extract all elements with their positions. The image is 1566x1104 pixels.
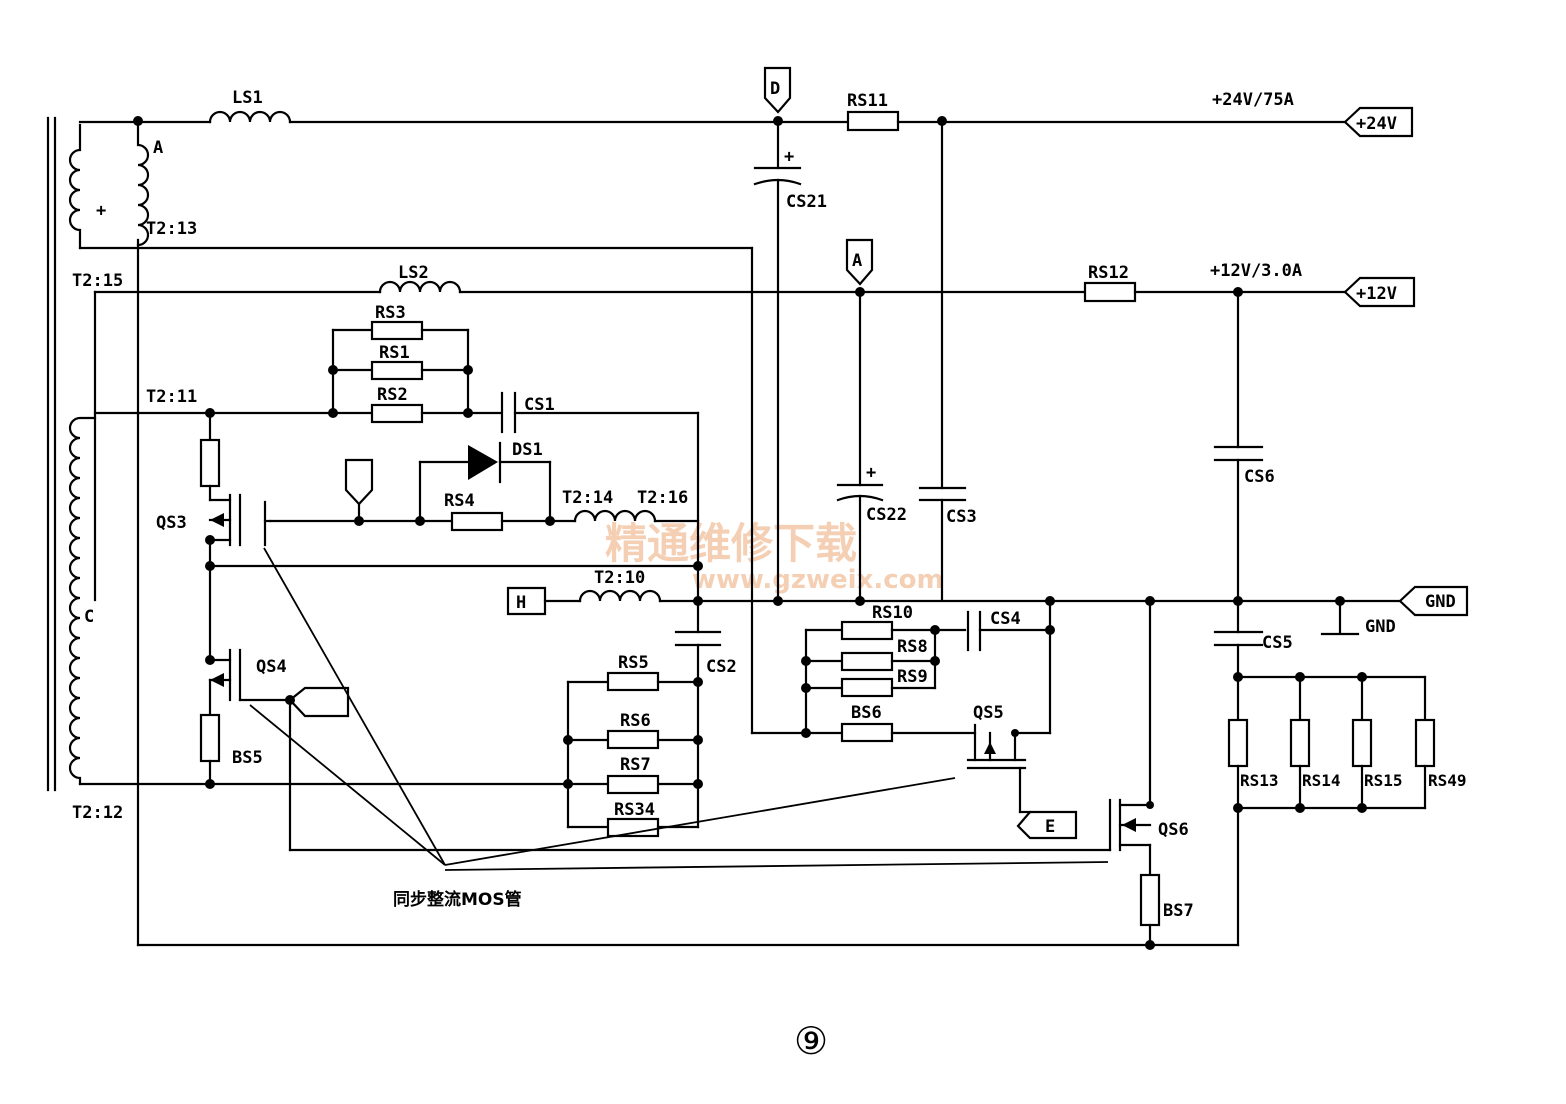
svg-text:E: E xyxy=(1045,817,1055,837)
RS11-body xyxy=(846,110,900,132)
svg-text:LS1: LS1 xyxy=(232,88,263,108)
mosfet-qs6 xyxy=(1108,599,1161,950)
svg-text:CS22: CS22 xyxy=(866,505,907,525)
svg-text:A: A xyxy=(153,138,163,158)
svg-text:A: A xyxy=(852,251,862,271)
resistor-network-rs8-rs10 xyxy=(801,620,977,743)
terminal-blank-mid xyxy=(288,686,350,718)
svg-text:RS11: RS11 xyxy=(847,91,888,111)
svg-text:DS1: DS1 xyxy=(512,440,543,460)
svg-text:+24V/75A: +24V/75A xyxy=(1212,90,1294,110)
svg-text:CS6: CS6 xyxy=(1244,467,1275,487)
capacitor-cs3 xyxy=(918,120,967,602)
svg-text:BS5: BS5 xyxy=(232,748,263,768)
svg-text:RS8: RS8 xyxy=(897,637,928,657)
terminal-h: H xyxy=(516,593,526,613)
svg-text:QS3: QS3 xyxy=(156,513,187,533)
svg-text:CS1: CS1 xyxy=(524,395,555,415)
svg-text:RS4: RS4 xyxy=(444,491,475,511)
svg-text:RS15: RS15 xyxy=(1364,771,1403,790)
rs4-row xyxy=(268,509,700,532)
resistor-ladder-rs5-rs34 xyxy=(563,671,703,838)
svg-text:RS49: RS49 xyxy=(1428,771,1467,790)
svg-text:RS13: RS13 xyxy=(1240,771,1279,790)
svg-text:RS2: RS2 xyxy=(377,385,408,405)
capacitor-cs21: + xyxy=(753,120,802,602)
annotation-pointers xyxy=(249,547,1109,871)
svg-text:+24V: +24V xyxy=(1356,114,1397,134)
svg-text:+: + xyxy=(784,147,794,167)
svg-text:RS10: RS10 xyxy=(872,603,913,623)
capacitor-cs2 xyxy=(674,599,722,829)
svg-text:CS4: CS4 xyxy=(990,609,1021,629)
watermark: 精通维修下载 www.gzweix.com xyxy=(605,519,944,595)
rail-24v xyxy=(78,110,1347,132)
svg-text:T2:14: T2:14 xyxy=(562,488,613,508)
transformer-t2: + xyxy=(46,116,150,792)
capacitor-cs1 xyxy=(500,391,700,522)
svg-text:QS6: QS6 xyxy=(1158,820,1189,840)
svg-text:+12V: +12V xyxy=(1356,284,1397,304)
svg-text:RS14: RS14 xyxy=(1302,771,1341,790)
mosfet-qs5 xyxy=(966,723,1052,814)
port-12v: +12V +12V/3.0A xyxy=(1210,261,1416,308)
load-resistors xyxy=(1227,672,1436,947)
rail-12v xyxy=(93,280,1347,602)
svg-text:T2:15: T2:15 xyxy=(72,271,123,291)
svg-text:CS5: CS5 xyxy=(1262,633,1293,653)
svg-text:D: D xyxy=(770,79,780,99)
sync-rectifier-annotation: 同步整流MOS管 xyxy=(393,889,522,910)
svg-text:CS2: CS2 xyxy=(706,657,737,677)
svg-text:T2:11: T2:11 xyxy=(146,387,197,407)
svg-text:+12V/3.0A: +12V/3.0A xyxy=(1210,261,1302,281)
svg-text:GND: GND xyxy=(1365,617,1396,637)
polarity-dot: + xyxy=(96,201,106,221)
terminal-blank-top xyxy=(344,458,374,523)
svg-text:RS5: RS5 xyxy=(618,653,649,673)
svg-text:T2:13: T2:13 xyxy=(146,219,197,239)
capacitor-cs4 xyxy=(966,599,1055,735)
svg-text:BS7: BS7 xyxy=(1163,901,1194,921)
svg-text:LS2: LS2 xyxy=(398,263,429,283)
svg-text:RS3: RS3 xyxy=(375,303,406,323)
labels: LS1 A T2:13 T2:15 LS2 RS11 CS21 RS12 RS3… xyxy=(72,88,1467,921)
svg-text:CS3: CS3 xyxy=(946,507,977,527)
figure-number: ⑨ xyxy=(794,1019,828,1063)
svg-text:RS6: RS6 xyxy=(620,711,651,731)
capacitor-cs6 xyxy=(1213,290,1264,634)
svg-text:T2:16: T2:16 xyxy=(637,488,688,508)
svg-text:GND: GND xyxy=(1425,592,1456,612)
terminal-e: E xyxy=(1016,810,1078,840)
port-24v: +24V +24V/75A xyxy=(1212,90,1414,138)
svg-text:CS21: CS21 xyxy=(786,192,827,212)
svg-text:T2:10: T2:10 xyxy=(594,568,645,588)
mosfet-qs4 xyxy=(199,564,295,786)
diode-ds1 xyxy=(418,441,552,523)
capacitor-cs5 xyxy=(1213,630,1264,722)
watermark-url: www.gzweix.com xyxy=(692,565,944,595)
resistor-network-rs1-rs3 xyxy=(205,320,502,424)
mosfet-qs3 xyxy=(205,493,272,568)
svg-text:BS6: BS6 xyxy=(851,703,882,723)
svg-text:T2:12: T2:12 xyxy=(72,803,123,823)
svg-text:RS7: RS7 xyxy=(620,755,651,775)
terminal-a: A xyxy=(845,238,874,286)
svg-text:QS4: QS4 xyxy=(256,657,287,677)
svg-text:RS9: RS9 xyxy=(897,667,928,687)
svg-text:RS1: RS1 xyxy=(379,343,410,363)
capacitor-cs22: + xyxy=(836,290,884,602)
svg-text:+: + xyxy=(866,463,876,483)
rail-gnd xyxy=(506,585,1469,636)
svg-text:QS5: QS5 xyxy=(973,703,1004,723)
watermark-cn: 精通维修下载 xyxy=(605,519,857,568)
svg-text:⑨: ⑨ xyxy=(794,1019,828,1063)
svg-text:RS34: RS34 xyxy=(614,800,655,820)
terminal-d: D xyxy=(763,66,792,114)
svg-text:RS12: RS12 xyxy=(1088,263,1129,283)
svg-text:C: C xyxy=(84,607,94,627)
